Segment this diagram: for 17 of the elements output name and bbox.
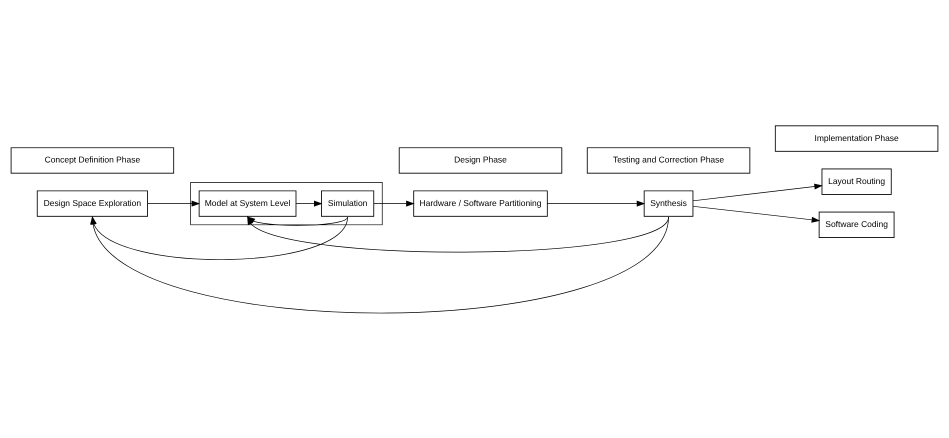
node-box: Design Phase (398, 146, 562, 174)
node-box: Design Space Exploration (36, 190, 148, 216)
node-box: Layout Routing (822, 168, 892, 194)
node-box: Hardware / Software Partitioning (413, 190, 548, 216)
arrow (147, 200, 200, 206)
node-box: Implementation Phase (774, 124, 938, 152)
arrow (547, 200, 646, 206)
node-box: Concept Definition Phase (10, 146, 174, 174)
node-box: Synthesis (644, 190, 694, 216)
node-box: Model at System Level (198, 190, 296, 216)
arrow (692, 183, 823, 201)
node-box: Simulation (321, 190, 374, 216)
arrow (374, 200, 415, 206)
node-box: Software Coding (818, 211, 894, 238)
arrow (692, 205, 820, 222)
node-box: Testing and Correction Phase (586, 146, 750, 174)
arrow (296, 200, 322, 206)
